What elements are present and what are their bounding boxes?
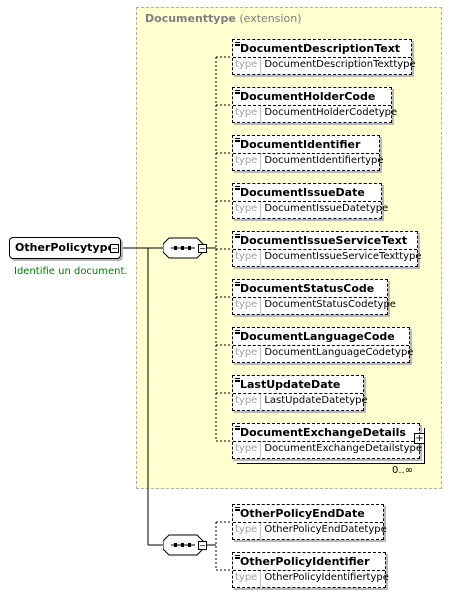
- element-name: DocumentExchangeDetails: [233, 424, 419, 442]
- sequence-compositor-extension[interactable]: [163, 237, 205, 259]
- root-type-name: OtherPolicytype: [15, 241, 115, 254]
- sequence-collapse-icon-own[interactable]: −: [198, 541, 207, 550]
- sequence-collapse-icon[interactable]: −: [198, 244, 207, 253]
- type-label: type: [233, 346, 262, 362]
- element-grip-icon: [235, 42, 240, 46]
- element-type: LastUpdateDatetype: [264, 395, 368, 406]
- element-type: OtherPolicyIdentifiertype: [264, 572, 389, 583]
- type-label: type: [233, 202, 262, 218]
- root-complex-type[interactable]: OtherPolicytype: [9, 237, 121, 259]
- element-name: DocumentIssueDate: [233, 184, 381, 202]
- element-grip-icon: [235, 426, 240, 430]
- element-type: DocumentStatusCodetype: [264, 299, 396, 310]
- element-name: LastUpdateDate: [233, 376, 363, 394]
- occurrence-label: 0..∞: [392, 465, 414, 476]
- element-grip-icon: [235, 234, 240, 238]
- element-name: DocumentIssueServiceText: [233, 232, 417, 250]
- type-label: type: [233, 571, 262, 587]
- element-grip-icon: [235, 330, 240, 334]
- element-grip-icon: [235, 378, 240, 382]
- element-grip-icon: [235, 138, 240, 142]
- element-name: DocumentIdentifier: [233, 136, 379, 154]
- type-label: type: [233, 394, 262, 410]
- element-name: DocumentLanguageCode: [233, 328, 409, 346]
- type-label: type: [233, 154, 262, 170]
- sequence-compositor-own[interactable]: [163, 534, 205, 556]
- element-name: DocumentStatusCode: [233, 280, 387, 298]
- element-type: DocumentExchangeDetailstype: [264, 443, 423, 454]
- type-label: type: [233, 250, 262, 266]
- extension-label: (extension): [239, 12, 302, 25]
- element-name: OtherPolicyEndDate: [233, 505, 383, 523]
- extension-title: Documenttype (extension): [145, 12, 302, 25]
- element-grip-icon: [235, 555, 240, 559]
- root-annotation: Identifie un document.: [14, 266, 128, 277]
- extension-type-name: Documenttype: [145, 12, 236, 25]
- type-label: type: [233, 523, 262, 539]
- element-grip-icon: [235, 90, 240, 94]
- element-grip-icon: [235, 186, 240, 190]
- type-label: type: [233, 106, 262, 122]
- element-type: DocumentHolderCodetype: [264, 107, 398, 118]
- type-label: type: [233, 58, 262, 74]
- root-collapse-icon[interactable]: −: [110, 244, 119, 253]
- element-type: DocumentIssueDatetype: [264, 203, 389, 214]
- element-type: DocumentDescriptionTexttype: [264, 59, 416, 70]
- element-type: DocumentIdentifiertype: [264, 155, 384, 166]
- type-label: type: [233, 298, 262, 314]
- element-name: DocumentDescriptionText: [233, 40, 411, 58]
- element-type: OtherPolicyEndDatetype: [264, 524, 387, 535]
- expand-icon[interactable]: +: [414, 433, 425, 444]
- element-name: DocumentHolderCode: [233, 88, 391, 106]
- element-type: DocumentLanguageCodetype: [264, 347, 414, 358]
- element-grip-icon: [235, 507, 240, 511]
- element-type: DocumentIssueServiceTexttype: [264, 251, 422, 262]
- element-name: OtherPolicyIdentifier: [233, 553, 385, 571]
- type-label: type: [233, 442, 262, 458]
- element-grip-icon: [235, 282, 240, 286]
